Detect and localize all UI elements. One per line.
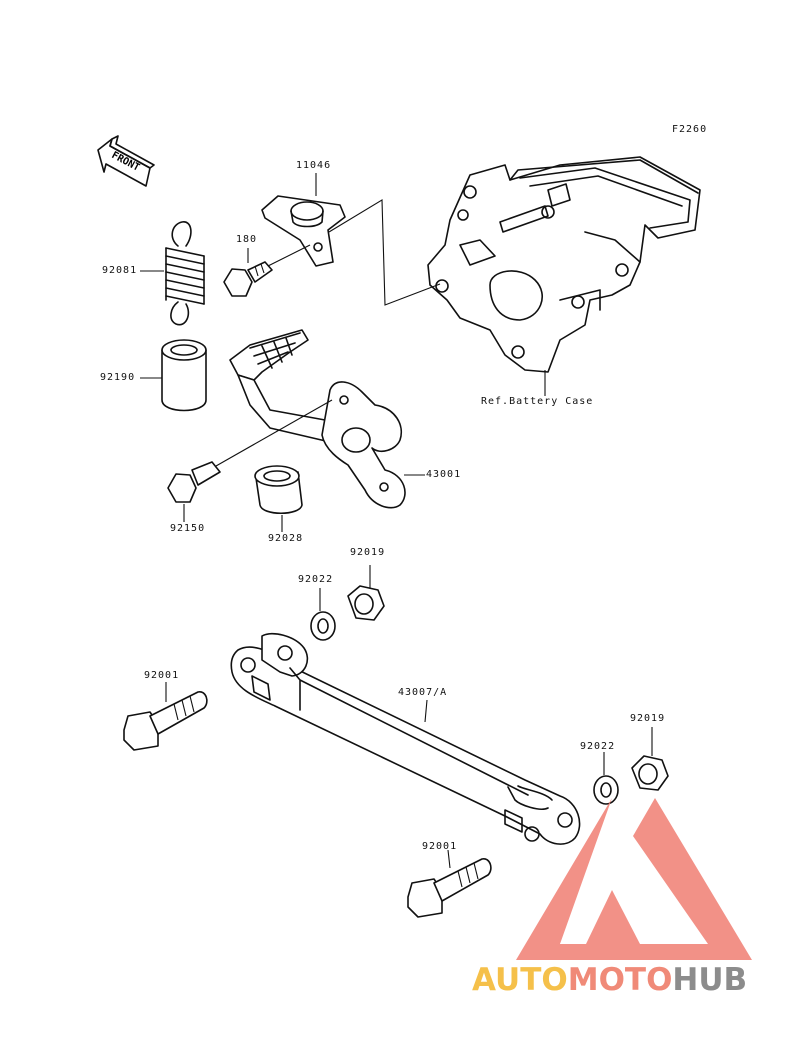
part-label-92022-a: 92022 [298, 574, 334, 585]
part-label-92022-b: 92022 [580, 741, 616, 752]
bolt-180 [223, 244, 311, 297]
watermark-logo-icon [516, 798, 752, 960]
nut-92019-b [631, 727, 669, 791]
part-label-92019-a: 92019 [350, 547, 386, 558]
collar-92190 [140, 339, 207, 412]
part-label-92001-a: 92001 [144, 670, 180, 681]
brake-rod-43007 [230, 632, 581, 845]
bolt-92150 [167, 399, 333, 522]
brake-pedal-43001 [229, 329, 425, 509]
washer-92022-a [310, 588, 336, 641]
part-label-92150: 92150 [170, 523, 206, 534]
watermark-moto: MOTO [567, 962, 673, 998]
part-label-11046: 11046 [296, 160, 332, 171]
leader-bracket-case [328, 199, 441, 306]
bolt-92001-a [123, 682, 208, 751]
watermark-auto: AUTO [472, 962, 568, 998]
reference-label: Ref.Battery Case [481, 396, 594, 407]
diagram-code: F2260 [672, 124, 708, 135]
part-label-92028: 92028 [268, 533, 304, 544]
front-arrow-icon: FRONT [97, 135, 155, 187]
washer-92022-b [593, 752, 619, 805]
part-label-92001-b: 92001 [422, 841, 458, 852]
watermark-hub: HUB [672, 962, 748, 998]
part-label-43007: 43007/A [398, 687, 448, 698]
spring-92081 [140, 221, 205, 326]
watermark-text: AUTOMOTOHUB [472, 963, 747, 997]
part-label-92019-b: 92019 [630, 713, 666, 724]
part-label-92190: 92190 [100, 372, 136, 383]
bolt-92001-b [407, 849, 492, 918]
nut-92019-a [347, 565, 385, 621]
part-label-43001: 43001 [426, 469, 462, 480]
bushing-92028 [254, 465, 303, 532]
watermark-triangle [516, 798, 752, 960]
battery-case-ref [427, 156, 701, 396]
part-label-92081: 92081 [102, 265, 138, 276]
part-label-180: 180 [236, 234, 258, 245]
bracket-11046 [261, 173, 346, 267]
